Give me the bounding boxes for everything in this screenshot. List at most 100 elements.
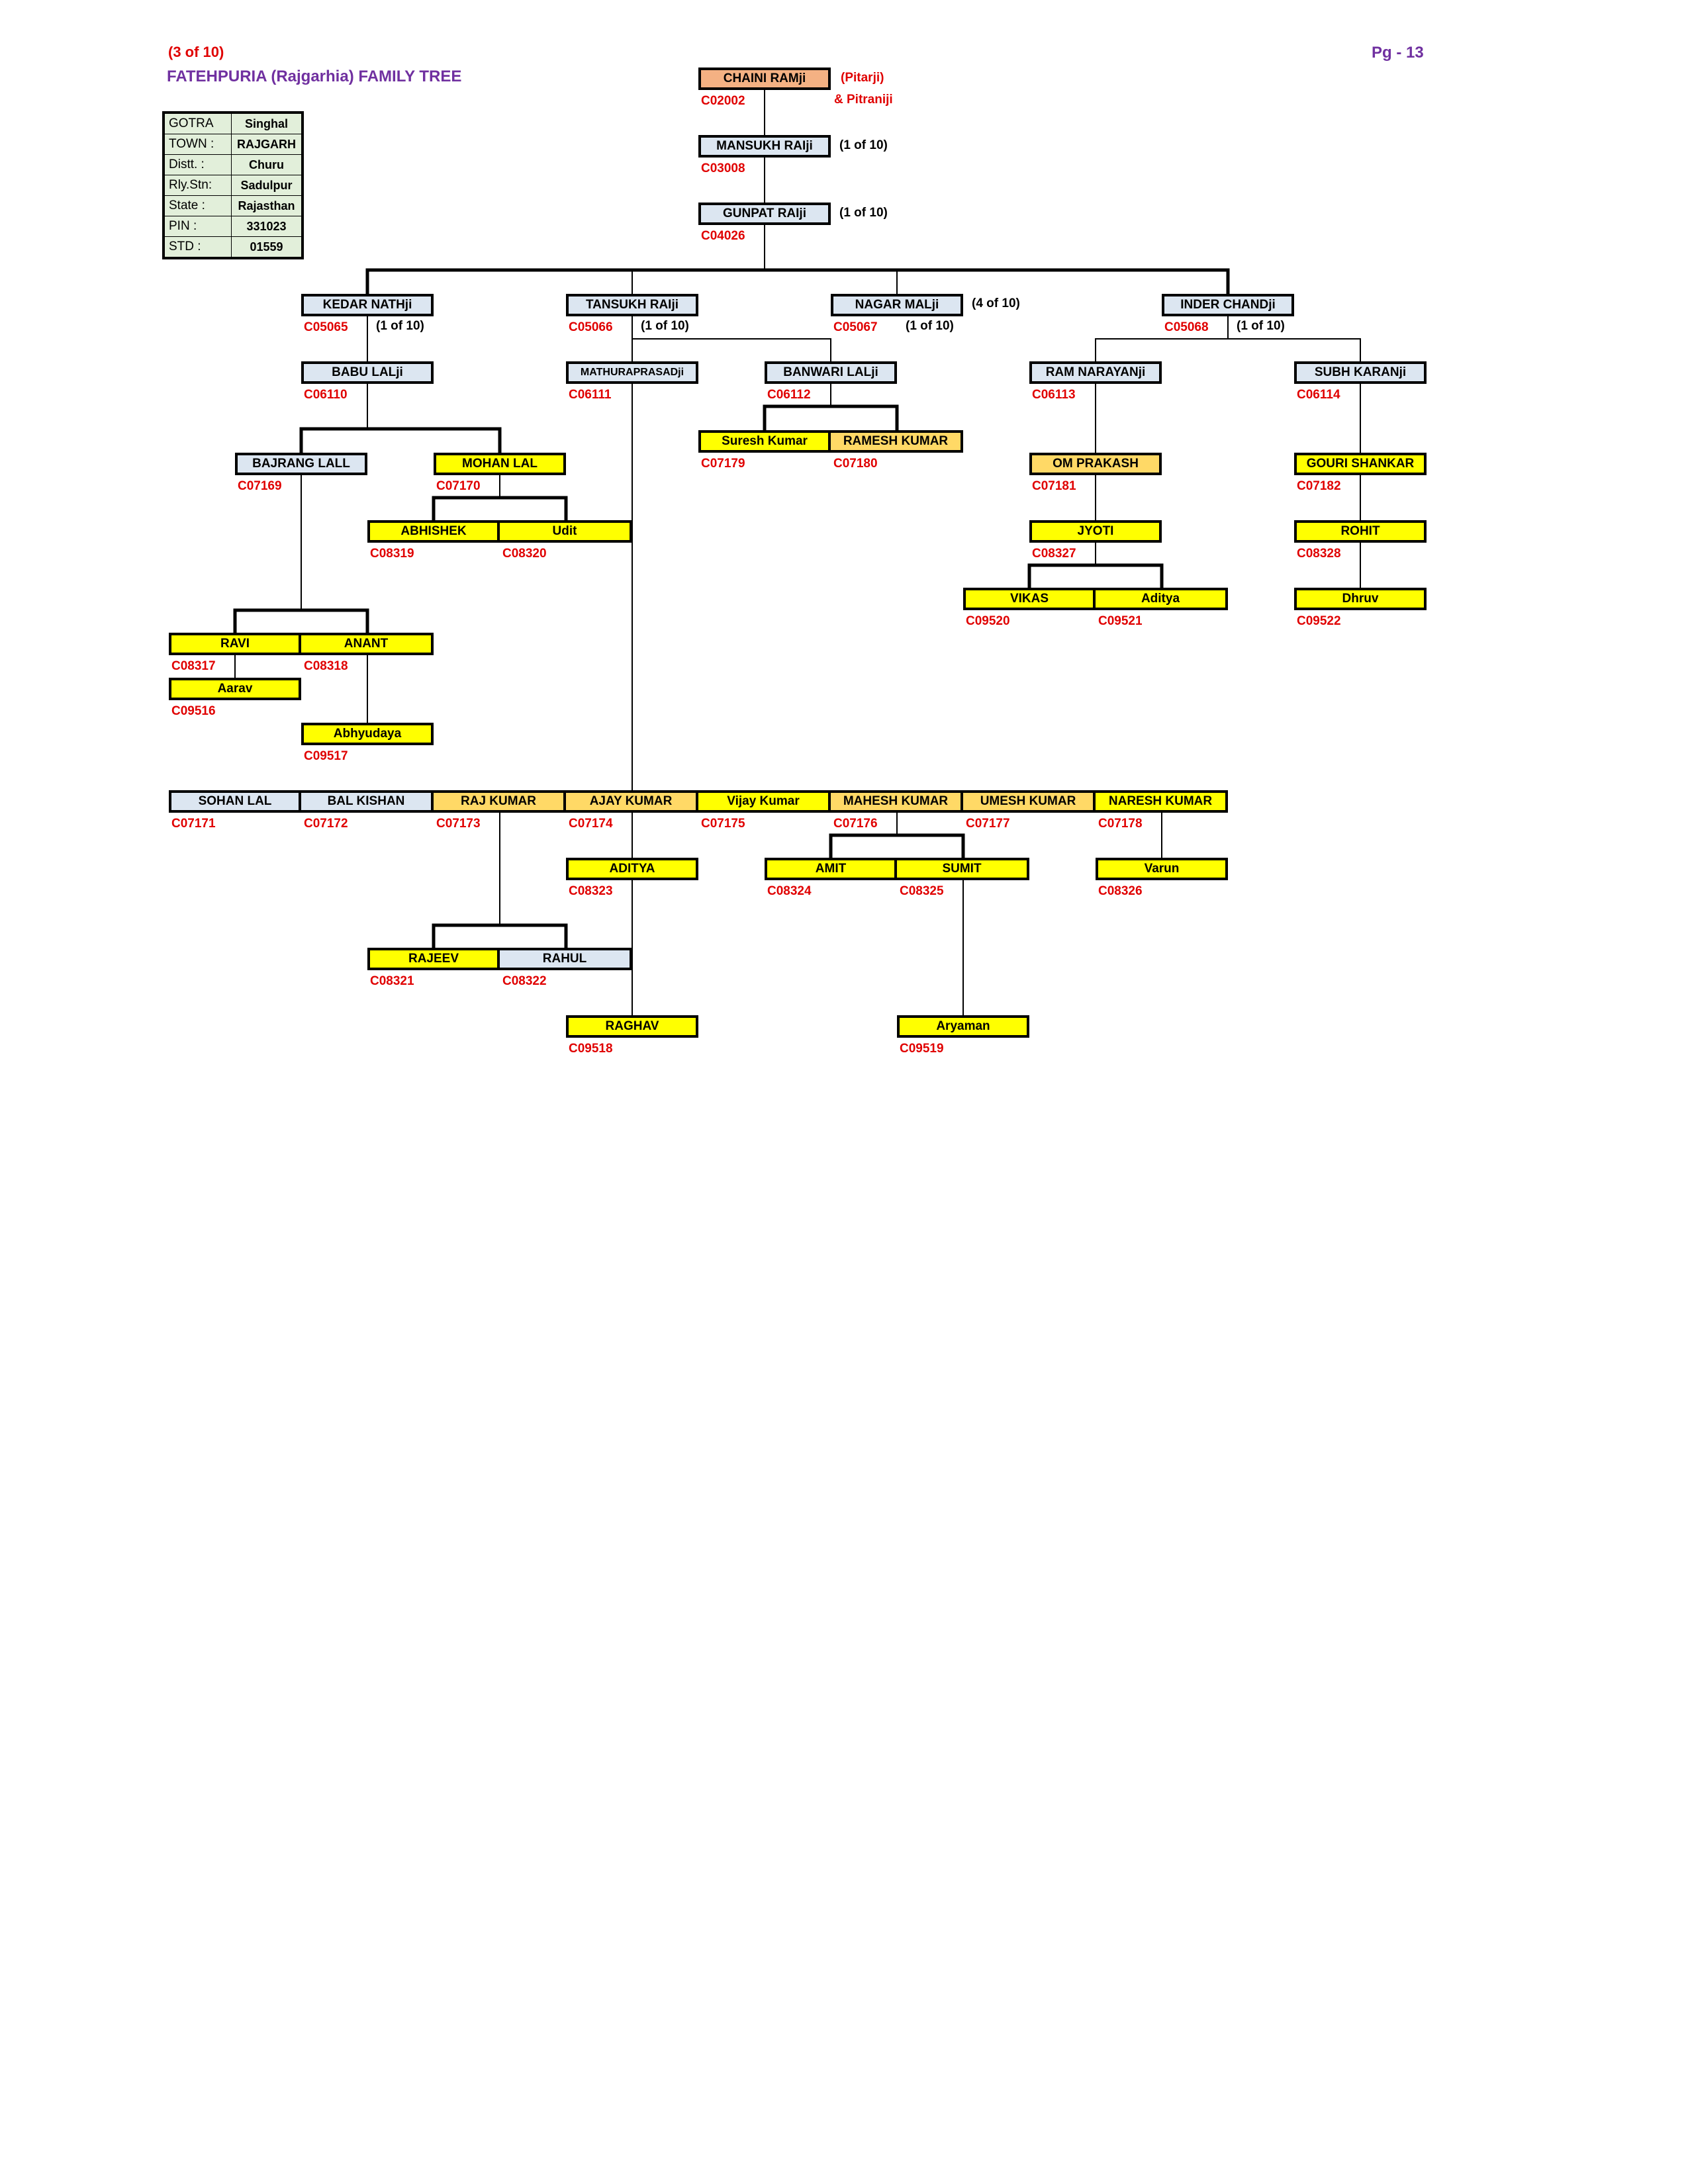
person-box-mahesh: MAHESH KUMAR xyxy=(830,790,963,813)
info-value: RAJGARH xyxy=(231,134,303,155)
person-code-bajrang: C07169 xyxy=(238,479,282,493)
person-box-ravi: RAVI xyxy=(169,633,301,655)
person-box-mansukh: MANSUKH RAIji xyxy=(698,135,831,158)
person-box-aryaman: Aryaman xyxy=(897,1015,1029,1038)
person-code-amit: C08324 xyxy=(767,884,812,898)
person-box-chaini: CHAINI RAMji xyxy=(698,68,831,90)
person-code-omprakash: C07181 xyxy=(1032,479,1076,493)
person-box-rajkumar: RAJ KUMAR xyxy=(433,790,566,813)
person-code-mohan: C07170 xyxy=(436,479,481,493)
person-box-amit: AMIT xyxy=(765,858,897,880)
person-code-nagar: C05067 xyxy=(833,320,878,334)
info-value: Rajasthan xyxy=(231,195,303,216)
page-title: FATEHPURIA (Rajgarhia) FAMILY TREE xyxy=(167,68,462,85)
person-box-babu: BABU LALji xyxy=(301,361,434,384)
person-box-dhruv: Dhruv xyxy=(1294,588,1427,610)
person-code-kedar: C05065 xyxy=(304,320,348,334)
person-code-aryaman: C09519 xyxy=(900,1042,944,1056)
person-note2-nagar: (4 of 10) xyxy=(972,296,1020,310)
person-box-subh: SUBH KARANji xyxy=(1294,361,1427,384)
person-note-mansukh: (1 of 10) xyxy=(839,138,888,152)
person-box-gunpat: GUNPAT RAIji xyxy=(698,203,831,225)
pitarji-note: (Pitarji) xyxy=(841,71,884,85)
person-box-tansukh: TANSUKH RAIji xyxy=(566,294,698,316)
person-box-rohit: ROHIT xyxy=(1294,520,1427,543)
info-row: Rly.Stn:Sadulpur xyxy=(163,175,303,196)
info-value: Churu xyxy=(231,154,303,175)
person-box-vikas: VIKAS xyxy=(963,588,1096,610)
person-code-banwari: C06112 xyxy=(767,388,811,402)
info-value: Sadulpur xyxy=(231,175,303,196)
info-key: Rly.Stn: xyxy=(163,175,232,196)
person-code-ramnarayan: C06113 xyxy=(1032,388,1076,402)
person-box-suresh: Suresh Kumar xyxy=(698,430,831,453)
person-code-rohit: C08328 xyxy=(1297,547,1341,561)
person-code-aditya2: C09521 xyxy=(1098,614,1143,628)
person-code-anant: C08318 xyxy=(304,659,348,673)
person-code-subh: C06114 xyxy=(1297,388,1340,402)
person-box-nagar: NAGAR MALji xyxy=(831,294,963,316)
person-box-mohan: MOHAN LAL xyxy=(434,453,566,475)
person-box-rahul: RAHUL xyxy=(499,948,632,970)
person-note-gunpat: (1 of 10) xyxy=(839,206,888,220)
person-code-ramesh: C07180 xyxy=(833,457,878,471)
person-box-sumit: SUMIT xyxy=(896,858,1029,880)
info-value: 331023 xyxy=(231,216,303,237)
person-box-umesh: UMESH KUMAR xyxy=(962,790,1096,813)
person-code-ajay: C07174 xyxy=(569,817,613,831)
person-code-mahesh: C07176 xyxy=(833,817,878,831)
person-box-gouri: GOURI SHANKAR xyxy=(1294,453,1427,475)
person-box-jyoti: JYOTI xyxy=(1029,520,1162,543)
person-box-bajrang: BAJRANG LALL xyxy=(235,453,367,475)
info-key: State : xyxy=(163,195,232,216)
person-code-suresh: C07179 xyxy=(701,457,745,471)
info-value: Singhal xyxy=(231,112,303,134)
person-box-abhyudaya: Abhyudaya xyxy=(301,723,434,745)
person-box-rajeev: RAJEEV xyxy=(367,948,500,970)
person-box-ramesh: RAMESH KUMAR xyxy=(830,430,963,453)
person-box-aditya: ADITYA xyxy=(566,858,698,880)
info-row: TOWN :RAJGARH xyxy=(163,134,303,155)
page-of-label: (3 of 10) xyxy=(168,44,224,60)
person-code-chaini: C02002 xyxy=(701,94,745,108)
info-key: GOTRA xyxy=(163,112,232,134)
info-value: 01559 xyxy=(231,236,303,259)
page-number: Pg - 13 xyxy=(1372,44,1424,62)
person-box-udit: Udit xyxy=(499,520,632,543)
info-row: Distt. :Churu xyxy=(163,154,303,175)
person-code-aarav: C09516 xyxy=(171,704,216,718)
person-code-aditya: C08323 xyxy=(569,884,613,898)
person-code-umesh: C07177 xyxy=(966,817,1010,831)
info-row: STD :01559 xyxy=(163,236,303,259)
person-box-varun: Varun xyxy=(1096,858,1228,880)
person-code-udit: C08320 xyxy=(502,547,547,561)
person-code-babu: C06110 xyxy=(304,388,348,402)
info-key: Distt. : xyxy=(163,154,232,175)
person-box-inder: INDER CHANDji xyxy=(1162,294,1294,316)
info-key: TOWN : xyxy=(163,134,232,155)
person-box-kedar: KEDAR NATHji xyxy=(301,294,434,316)
person-code-raghav: C09518 xyxy=(569,1042,613,1056)
person-code-balkishan: C07172 xyxy=(304,817,348,831)
person-box-raghav: RAGHAV xyxy=(566,1015,698,1038)
person-code-varun: C08326 xyxy=(1098,884,1143,898)
person-box-sohan: SOHAN LAL xyxy=(169,790,301,813)
person-note-nagar: (1 of 10) xyxy=(906,319,954,333)
person-code-dhruv: C09522 xyxy=(1297,614,1341,628)
person-box-banwari: BANWARI LALji xyxy=(765,361,897,384)
person-code-rahul: C08322 xyxy=(502,974,547,988)
person-code-gunpat: C04026 xyxy=(701,229,745,243)
person-code-vikas: C09520 xyxy=(966,614,1010,628)
person-box-balkishan: BAL KISHAN xyxy=(301,790,434,813)
person-code-mansukh: C03008 xyxy=(701,161,745,175)
person-code-abhishek: C08319 xyxy=(370,547,414,561)
person-code-vijay: C07175 xyxy=(701,817,745,831)
person-code-inder: C05068 xyxy=(1164,320,1209,334)
person-code-tansukh: C05066 xyxy=(569,320,613,334)
person-box-aditya2: Aditya xyxy=(1095,588,1228,610)
info-key: PIN : xyxy=(163,216,232,237)
person-box-abhishek: ABHISHEK xyxy=(367,520,500,543)
person-box-anant: ANANT xyxy=(301,633,434,655)
